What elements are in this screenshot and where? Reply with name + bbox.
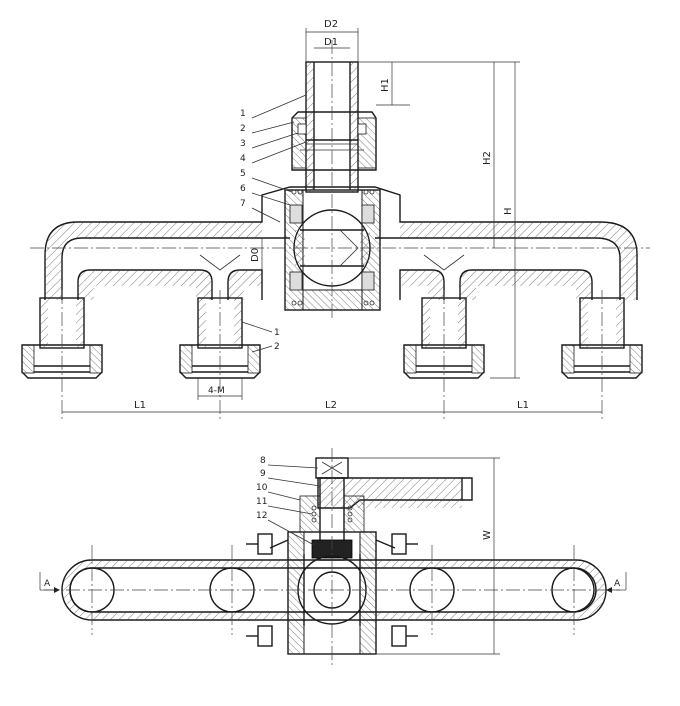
section-label-left: A: [44, 579, 51, 589]
stem: [299, 457, 365, 561]
side-dimension-w: W: [348, 457, 500, 655]
part-label-8: 8: [260, 456, 266, 466]
part-label-5: 5: [240, 169, 246, 179]
part-label-6: 6: [240, 184, 246, 194]
dim-w: W: [482, 530, 493, 540]
part-label-2: 2: [240, 124, 246, 134]
side-view: A A W 8 9 10 11 12: [39, 448, 627, 668]
part-label-3: 3: [240, 139, 246, 149]
side-centerlines: [44, 448, 620, 668]
top-outlet: [291, 61, 377, 193]
dim-h1: H1: [380, 78, 391, 92]
port-part-label-1: 1: [274, 328, 280, 338]
front-dimensions: D2 D1 H1 H2 H D0 L1 L2 L1: [62, 19, 602, 413]
part-label-12: 12: [256, 511, 267, 521]
handle-lever: [317, 477, 473, 509]
dim-l2: L2: [325, 400, 337, 411]
part-label-7: 7: [240, 199, 246, 209]
dim-l1-left: L1: [134, 400, 146, 411]
front-centerlines: [30, 40, 650, 420]
valve-body: [284, 189, 381, 311]
side-part-labels: 8 9 10 11 12: [256, 456, 321, 546]
dim-h: H: [503, 207, 514, 215]
section-label-right: A: [614, 579, 621, 589]
dim-d1: D1: [324, 37, 338, 48]
front-view: D2 D1 H1 H2 H D0 L1 L2 L1: [21, 19, 650, 420]
part-label-4: 4: [240, 154, 246, 164]
part-label-1: 1: [240, 109, 246, 119]
part-label-11: 11: [256, 497, 267, 507]
port-3: [403, 297, 485, 379]
port-1: [21, 297, 103, 379]
dim-d2: D2: [324, 19, 338, 30]
port-part-label-2: 2: [274, 342, 280, 352]
front-part-labels: 1 2 3 4 5 6 7 1 2: [240, 94, 307, 353]
dim-h2: H2: [482, 151, 493, 165]
manifold-pipe: [44, 186, 638, 300]
port-2: [179, 297, 261, 379]
section-markers: A A: [39, 572, 627, 593]
dim-thread: 4-M: [208, 386, 225, 396]
side-bolts: [246, 533, 418, 647]
bottom-ports: [21, 297, 643, 379]
part-label-9: 9: [260, 469, 266, 479]
part-label-10: 10: [256, 483, 268, 493]
dim-l1-right: L1: [517, 400, 529, 411]
dim-d0: D0: [250, 248, 261, 262]
